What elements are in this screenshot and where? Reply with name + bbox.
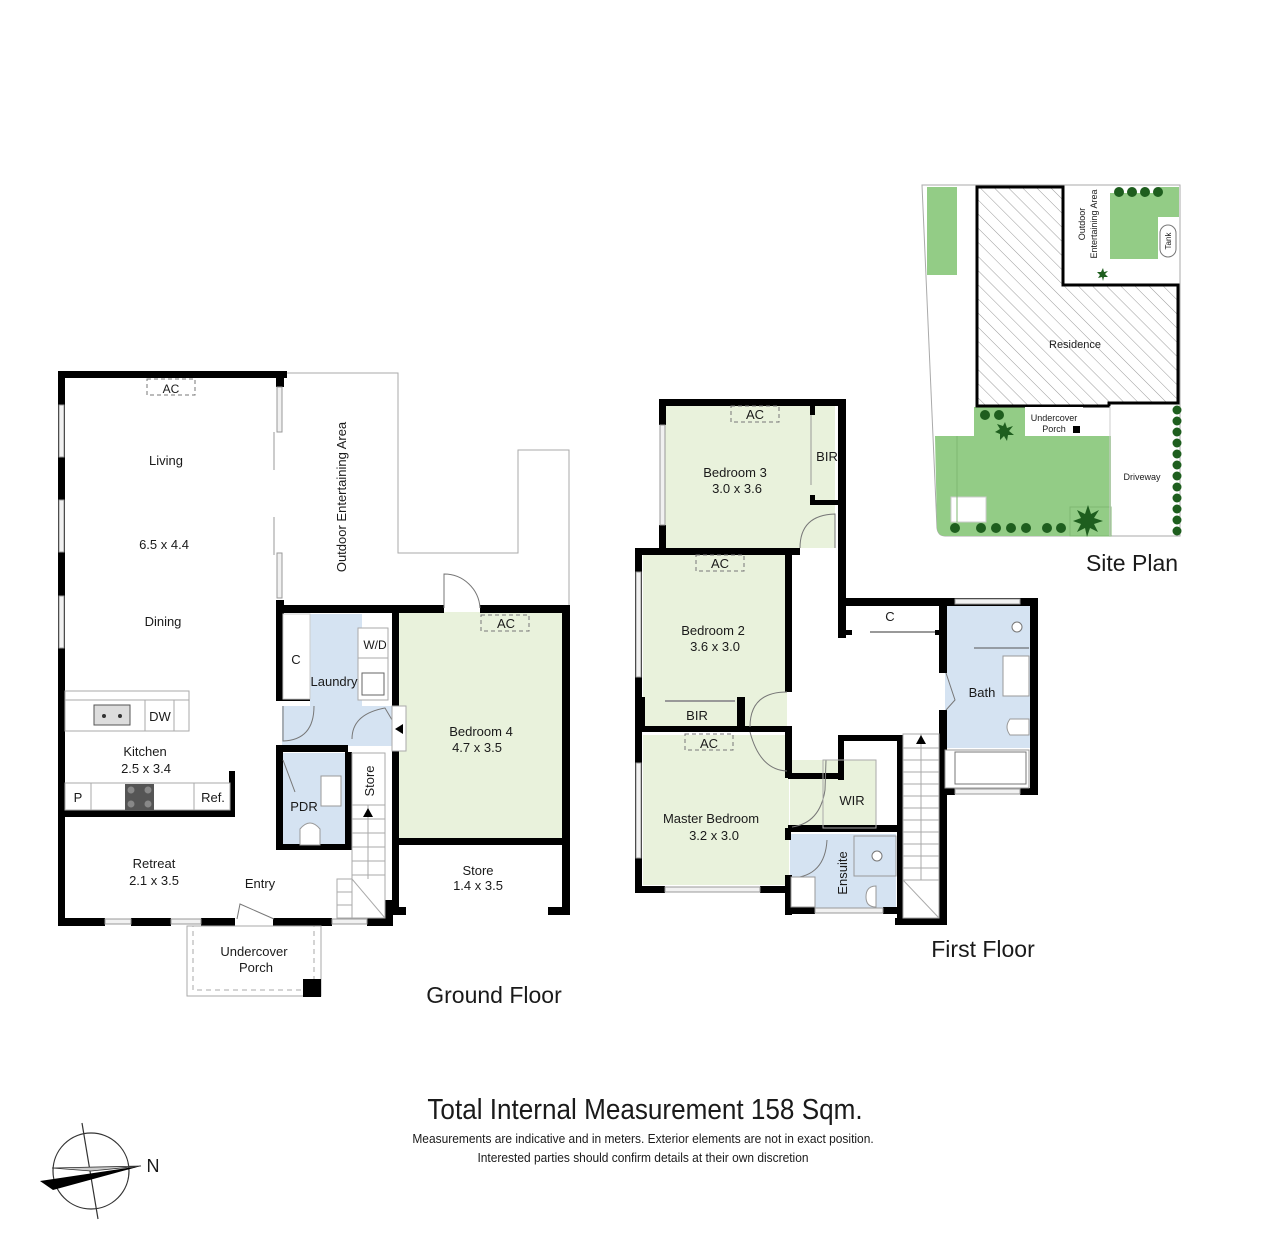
porch-label-1: Undercover — [220, 944, 288, 959]
bath-label: Bath — [969, 685, 996, 700]
bedroom-2-dimension: 3.6 x 3.0 — [690, 639, 740, 654]
dining-label: Dining — [145, 614, 182, 629]
trees — [950, 187, 1182, 537]
cupboard-label: C — [291, 652, 300, 667]
bedroom-2-label: Bedroom 2 — [681, 623, 745, 638]
retreat-label: Retreat — [133, 856, 176, 871]
ground-floor-plan: AC Living 6.5 x 4.4 Dining DW Kitchen 2.… — [58, 371, 570, 1008]
pdr-label: PDR — [290, 799, 317, 814]
windows — [635, 424, 1021, 914]
porch-label-2: Porch — [239, 960, 273, 975]
site-plan-title: Site Plan — [1086, 550, 1178, 576]
bedroom-3-label: Bedroom 3 — [703, 465, 767, 480]
doors — [236, 573, 481, 920]
bedroom-2-bir-label: BIR — [686, 708, 708, 723]
ground-floor-title: Ground Floor — [426, 982, 562, 1008]
bedroom-4-dimension: 4.7 x 3.5 — [452, 740, 502, 755]
first-floor-title: First Floor — [931, 936, 1035, 962]
bedroom-4-ac-label: AC — [497, 616, 515, 631]
bedroom-3-ac-label: AC — [746, 407, 764, 422]
windows — [58, 386, 368, 925]
site-residence-label: Residence — [1049, 339, 1101, 351]
bedroom-3-dimension: 3.0 x 3.6 — [712, 481, 762, 496]
disclaimer-line-2: Interested parties should confirm detail… — [477, 1150, 809, 1165]
compass-north-label: N — [147, 1156, 160, 1176]
understair-store-label: Store — [362, 765, 377, 796]
master-bedroom-label: Master Bedroom — [663, 811, 759, 826]
store-label: Store — [462, 863, 493, 878]
total-measurement-title: Total Internal Measurement 158 Sqm. — [427, 1094, 863, 1126]
residence-footprint — [975, 185, 1180, 408]
master-bedroom-dimension: 3.2 x 3.0 — [689, 828, 739, 843]
stair — [336, 804, 386, 919]
entry-label: Entry — [245, 876, 276, 891]
lawn-strip — [927, 187, 957, 275]
site-porch-label-1: Undercover — [1031, 413, 1078, 423]
washer-dryer-label: W/D — [363, 638, 387, 652]
stair — [902, 733, 940, 919]
living-label: Living — [149, 453, 183, 468]
bedroom-3-bir-label: BIR — [816, 449, 838, 464]
first-floor-cupboard-label: C — [885, 609, 894, 624]
compass-icon: N — [40, 1122, 160, 1220]
retreat-dimension: 2.1 x 3.5 — [129, 873, 179, 888]
bedroom-4-label: Bedroom 4 — [449, 724, 513, 739]
store-dimension: 1.4 x 3.5 — [453, 878, 503, 893]
master-ac-label: AC — [700, 736, 718, 751]
dishwasher-label: DW — [149, 709, 171, 724]
site-plan: Residence Outdoor Entertaining Area Tank… — [921, 184, 1182, 576]
first-floor-plan: AC BIR Bedroom 3 3.0 x 3.6 AC Bedroom 2 … — [635, 399, 1038, 962]
living-ac-label: AC — [163, 382, 180, 396]
site-driveway-label: Driveway — [1123, 472, 1161, 482]
kitchen-label: Kitchen — [123, 744, 166, 759]
pantry-label: P — [74, 790, 83, 805]
living-dimension: 6.5 x 4.4 — [139, 537, 189, 552]
bedroom-2-ac-label: AC — [711, 556, 729, 571]
site-tank-label: Tank — [1164, 232, 1173, 250]
laundry-label: Laundry — [311, 674, 358, 689]
site-outdoor-label-2: Entertaining Area — [1089, 189, 1099, 258]
bedroom-4-floor — [398, 612, 565, 841]
ensuite-label: Ensuite — [835, 851, 850, 894]
wir-label: WIR — [839, 793, 864, 808]
site-outdoor-label-1: Outdoor — [1077, 208, 1087, 241]
site-porch-label-2: Porch — [1042, 424, 1066, 434]
disclaimer-line-1: Measurements are indicative and in meter… — [412, 1131, 874, 1146]
kitchen-dimension: 2.5 x 3.4 — [121, 761, 171, 776]
outdoor-entertaining-label: Outdoor Entertaining Area — [334, 421, 349, 572]
fridge-label: Ref. — [201, 790, 225, 805]
